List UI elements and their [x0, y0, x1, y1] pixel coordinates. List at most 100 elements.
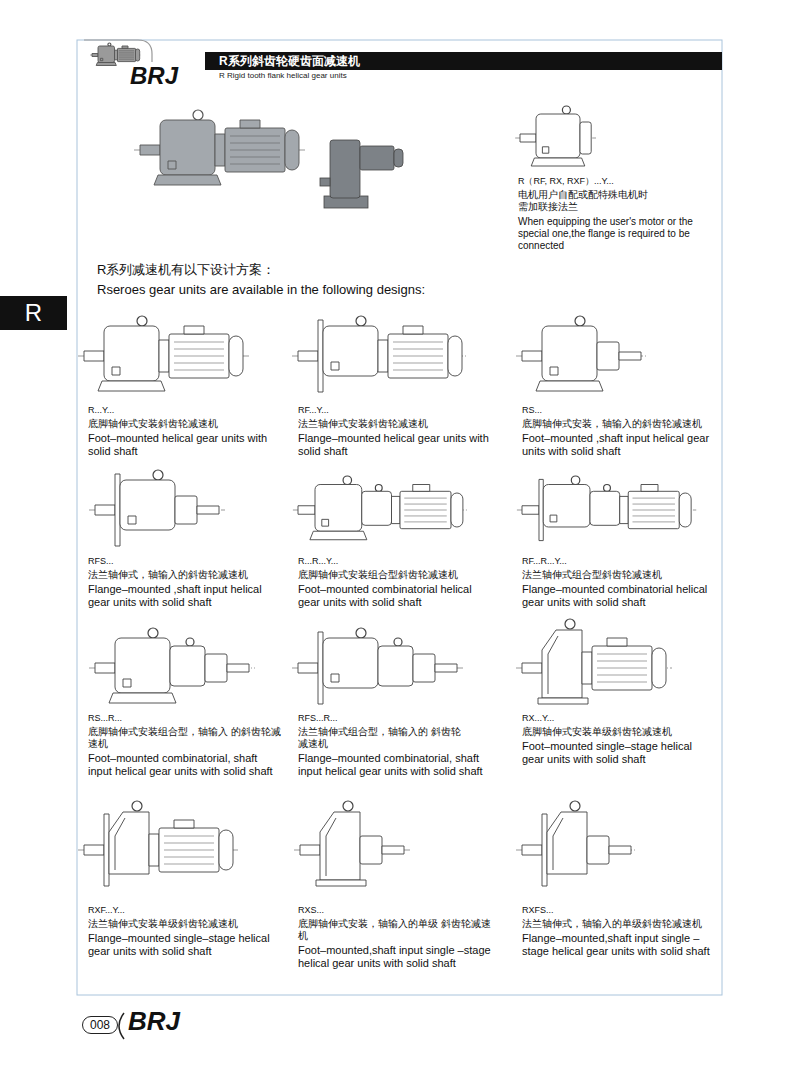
caption-group: RS...R...底脚轴伸式安装组合型，轴输入 的斜齿轮减速机Foot–moun… — [88, 713, 283, 778]
output-shaft — [95, 505, 115, 515]
oil-plug — [331, 362, 339, 370]
foot — [96, 63, 116, 66]
page-text: 电机用户自配或配特殊电机时 需加联接法兰 — [518, 189, 658, 213]
output-shaft — [520, 134, 536, 142]
output-shaft — [522, 663, 542, 673]
output-shaft — [95, 663, 115, 673]
node-title: R — [25, 299, 42, 328]
lifting-eye — [356, 316, 366, 326]
mounting-flange — [104, 814, 109, 886]
output-shaft — [300, 845, 320, 855]
second-gearbox — [362, 491, 392, 525]
gear-unit-drawing — [78, 316, 249, 391]
lifting-eye — [193, 110, 203, 120]
lifting-eye — [343, 801, 353, 811]
input-housing — [360, 836, 382, 864]
oil-plug — [168, 161, 176, 169]
motor-body — [360, 146, 394, 170]
gear-unit-drawing — [517, 476, 696, 541]
lifting-eye — [108, 43, 111, 46]
foot — [538, 698, 588, 704]
gear-unit-drawing — [292, 628, 463, 704]
header-corner — [84, 40, 152, 62]
motor-fin — [174, 363, 224, 364]
oil-plug — [112, 367, 120, 375]
motor-fin — [597, 654, 647, 655]
caption-group: RXFS...法兰轴伸式，轴输入的单级斜齿轮减速机Flange–mounted,… — [522, 905, 717, 958]
oil-plug — [322, 519, 329, 526]
input-housing — [587, 836, 609, 864]
gear-unit-drawing — [89, 628, 255, 703]
motor-fin — [404, 510, 447, 511]
fan-cover — [451, 493, 463, 527]
motor-body — [159, 828, 219, 872]
gear-unit-drawing — [294, 801, 410, 886]
caption-group: RF...Y...法兰轴伸式安装斜齿轮减速机Flange–mounted hel… — [298, 405, 493, 458]
terminal-box — [607, 638, 627, 646]
motor-fin — [230, 150, 280, 151]
motor-fin — [119, 59, 134, 60]
mounting-flange — [542, 814, 547, 886]
chinese-caption: 底脚轴伸式安装斜齿轮减速机 — [88, 418, 283, 430]
motor-fin — [119, 55, 134, 56]
motor-fin — [633, 521, 676, 522]
oil-plug — [331, 674, 339, 682]
output-shaft — [298, 351, 318, 361]
foot — [154, 175, 221, 185]
caption-group: R...Y...底脚轴伸式安装斜齿轮减速机Foot–mounted helica… — [88, 405, 283, 458]
oil-plug — [128, 516, 136, 524]
motor-body — [169, 334, 229, 378]
foot — [98, 381, 165, 391]
gear-housing — [160, 120, 215, 175]
gear-unit-drawing — [78, 801, 239, 886]
chinese-caption: 底脚轴伸式安装单级斜齿轮减速机 — [522, 726, 717, 738]
motor-fin — [393, 349, 443, 350]
output-shaft — [92, 54, 98, 57]
motor-fin — [164, 836, 214, 837]
input-housing — [175, 496, 197, 524]
motor-fin — [597, 675, 647, 676]
output-shaft — [320, 178, 330, 186]
motor-adapter — [392, 496, 401, 523]
output-shaft — [522, 506, 539, 515]
motor-fin — [633, 504, 676, 505]
page-text: R（RF, RX, RXF）...Y... — [518, 176, 723, 187]
foot — [109, 693, 176, 703]
lifting-eye — [153, 470, 163, 480]
caption-group: R...R...Y...底脚轴伸式安装组合型斜齿轮减速机Foot–mounted… — [298, 556, 493, 609]
gear-housing — [330, 140, 360, 198]
output-shaft — [522, 351, 542, 361]
gear-housing — [98, 46, 115, 63]
gear-unit-drawing — [516, 619, 672, 704]
fan-cover — [136, 49, 140, 61]
header-band: R系列斜齿轮硬齿面减速机R Rigid tooth flank helical … — [205, 52, 722, 81]
lifting-eye — [575, 316, 585, 326]
gear-housing — [315, 485, 362, 532]
input-shaft — [197, 506, 219, 514]
mounting-flange — [539, 479, 543, 540]
motor-body — [118, 48, 136, 61]
motor-fin — [119, 50, 134, 51]
motor-adapter — [215, 134, 225, 166]
section-tab: R — [0, 296, 67, 330]
motor-body — [225, 128, 285, 172]
motor-adapter — [159, 340, 169, 372]
motor-adapter — [378, 340, 388, 372]
housing-rib — [553, 818, 563, 870]
lifting-eye — [394, 638, 402, 646]
lifting-eye — [571, 476, 580, 485]
motor-fin — [597, 661, 647, 662]
motor-body — [400, 491, 451, 528]
chinese-caption: 底脚轴伸式安装组合型斜齿轮减速机 — [298, 569, 493, 581]
motor-fin — [393, 342, 443, 343]
coupling-flange — [580, 122, 591, 154]
motor-fin — [164, 857, 214, 858]
page-number-box: 008 — [82, 1016, 118, 1034]
housing-rib — [115, 818, 125, 870]
node-title: R系列斜齿轮硬齿面减速机 — [205, 52, 722, 70]
logo: BRJ — [130, 62, 178, 91]
english-caption: Foot–mounted single–stage helical gear u… — [522, 740, 717, 766]
model-code: R...R...Y... — [298, 556, 493, 567]
page-text: BRJ — [130, 62, 178, 91]
motor-body — [592, 646, 652, 690]
